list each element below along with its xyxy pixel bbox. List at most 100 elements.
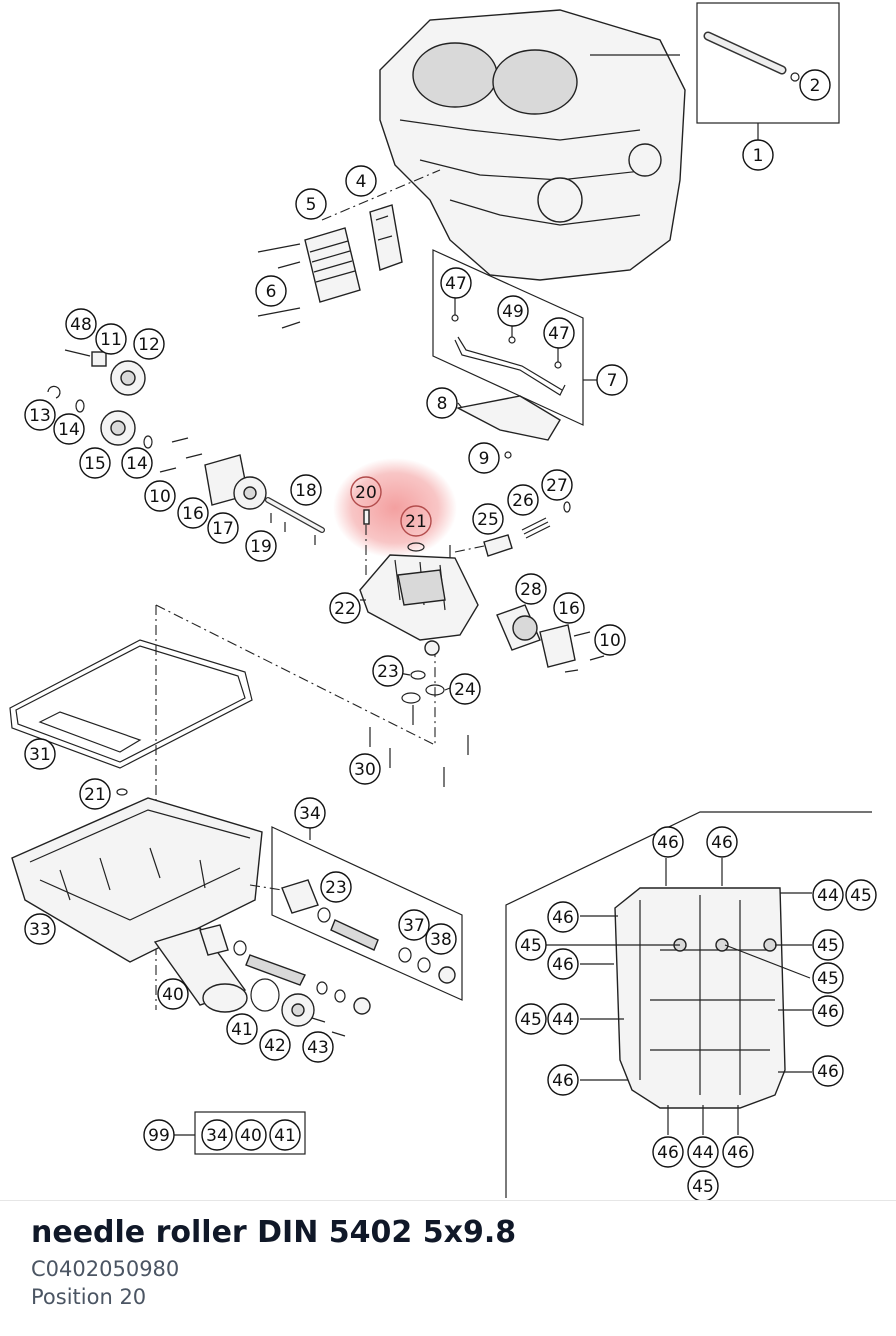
callout-99[interactable]: 99 [143, 1119, 175, 1151]
callout-circle [515, 1003, 547, 1035]
callout-label: 23 [377, 662, 399, 682]
callout-14-2[interactable]: 14 [121, 447, 153, 479]
callout-label: 48 [70, 315, 92, 335]
callout-26[interactable]: 26 [507, 484, 539, 516]
callout-18[interactable]: 18 [290, 474, 322, 506]
callout-15[interactable]: 15 [79, 447, 111, 479]
callout-label: 45 [817, 936, 839, 956]
callout-circle [547, 1064, 579, 1096]
callout-43[interactable]: 43 [302, 1031, 334, 1063]
callout-10-2[interactable]: 10 [594, 624, 626, 656]
callout-41[interactable]: 41 [226, 1013, 258, 1045]
callout-22[interactable]: 22 [329, 592, 361, 624]
callout-28[interactable]: 28 [515, 573, 547, 605]
callout-42[interactable]: 42 [259, 1029, 291, 1061]
callout-44-2[interactable]: 44 [547, 1003, 579, 1035]
callout-4[interactable]: 4 [345, 165, 377, 197]
callout-1[interactable]: 1 [742, 139, 774, 171]
callout-20[interactable]: 20 [350, 476, 382, 508]
callout-33[interactable]: 33 [24, 913, 56, 945]
callout-circle [652, 1136, 684, 1168]
callout-21[interactable]: 21 [400, 505, 432, 537]
callout-label: 46 [711, 833, 733, 853]
callout-9[interactable]: 9 [468, 442, 500, 474]
callout-17[interactable]: 17 [207, 512, 239, 544]
callout-30[interactable]: 30 [349, 753, 381, 785]
callout-5[interactable]: 5 [295, 188, 327, 220]
callout-6[interactable]: 6 [255, 275, 287, 307]
callout-40-2[interactable]: 40 [235, 1119, 267, 1151]
callout-47-2[interactable]: 47 [543, 317, 575, 349]
callout-7[interactable]: 7 [596, 364, 628, 396]
callout-47[interactable]: 47 [440, 267, 472, 299]
callout-13[interactable]: 13 [24, 399, 56, 431]
callout-11[interactable]: 11 [95, 323, 127, 355]
callout-circle [79, 778, 111, 810]
callout-31[interactable]: 31 [24, 738, 56, 770]
callout-49[interactable]: 49 [497, 295, 529, 327]
callout-25[interactable]: 25 [472, 503, 504, 535]
callout-45-5[interactable]: 45 [515, 1003, 547, 1035]
callout-46-2[interactable]: 46 [706, 826, 738, 858]
callout-19[interactable]: 19 [245, 530, 277, 562]
callout-21-2[interactable]: 21 [79, 778, 111, 810]
callout-circle [255, 275, 287, 307]
callout-circle [269, 1119, 301, 1151]
callout-circle [133, 328, 165, 360]
callout-label: 47 [445, 274, 467, 294]
callout-34-2[interactable]: 34 [201, 1119, 233, 1151]
callout-46-4[interactable]: 46 [547, 948, 579, 980]
callout-circle [350, 476, 382, 508]
callout-label: 22 [334, 599, 356, 619]
callout-label: 40 [240, 1126, 262, 1146]
callout-45-4[interactable]: 45 [812, 962, 844, 994]
callout-46[interactable]: 46 [652, 826, 684, 858]
callout-14[interactable]: 14 [53, 413, 85, 445]
callout-23[interactable]: 23 [372, 655, 404, 687]
callout-46-7[interactable]: 46 [812, 1055, 844, 1087]
callout-40[interactable]: 40 [157, 978, 189, 1010]
callout-45[interactable]: 45 [845, 879, 877, 911]
callout-8[interactable]: 8 [426, 387, 458, 419]
callout-46-9[interactable]: 46 [722, 1136, 754, 1168]
callout-41-2[interactable]: 41 [269, 1119, 301, 1151]
callout-46-8[interactable]: 46 [652, 1136, 684, 1168]
callout-2[interactable]: 2 [799, 69, 831, 101]
callout-circle [329, 592, 361, 624]
callout-34[interactable]: 34 [294, 797, 326, 829]
callout-10[interactable]: 10 [144, 480, 176, 512]
callout-38[interactable]: 38 [425, 923, 457, 955]
inset-pin-box [696, 2, 840, 142]
callout-46-3[interactable]: 46 [547, 901, 579, 933]
callout-16[interactable]: 16 [177, 497, 209, 529]
callout-circle [79, 447, 111, 479]
engine-block [379, 9, 686, 281]
callout-12[interactable]: 12 [133, 328, 165, 360]
callout-45-2[interactable]: 45 [515, 929, 547, 961]
callout-44[interactable]: 44 [812, 879, 844, 911]
callout-label: 46 [727, 1143, 749, 1163]
callout-46-5[interactable]: 46 [812, 995, 844, 1027]
callout-46-6[interactable]: 46 [547, 1064, 579, 1096]
highlight-glow [333, 458, 457, 558]
callout-label: 9 [479, 449, 490, 469]
callout-23-2[interactable]: 23 [320, 871, 352, 903]
callout-label: 46 [817, 1062, 839, 1082]
callout-circle [472, 503, 504, 535]
callout-label: 16 [182, 504, 204, 524]
callout-label: 38 [430, 930, 452, 950]
callout-circle [812, 1055, 844, 1087]
callout-24[interactable]: 24 [449, 673, 481, 705]
callout-44-3[interactable]: 44 [687, 1136, 719, 1168]
callout-16-2[interactable]: 16 [553, 592, 585, 624]
callout-27[interactable]: 27 [541, 469, 573, 501]
callout-48[interactable]: 48 [65, 308, 97, 340]
callout-45-6[interactable]: 45 [687, 1170, 719, 1200]
callout-label: 23 [325, 878, 347, 898]
part-position: Position 20 [31, 1285, 147, 1309]
callout-label: 6 [266, 282, 277, 302]
callout-37[interactable]: 37 [398, 909, 430, 941]
callout-label: 43 [307, 1038, 329, 1058]
callout-45-3[interactable]: 45 [812, 929, 844, 961]
callout-label: 45 [520, 1010, 542, 1030]
